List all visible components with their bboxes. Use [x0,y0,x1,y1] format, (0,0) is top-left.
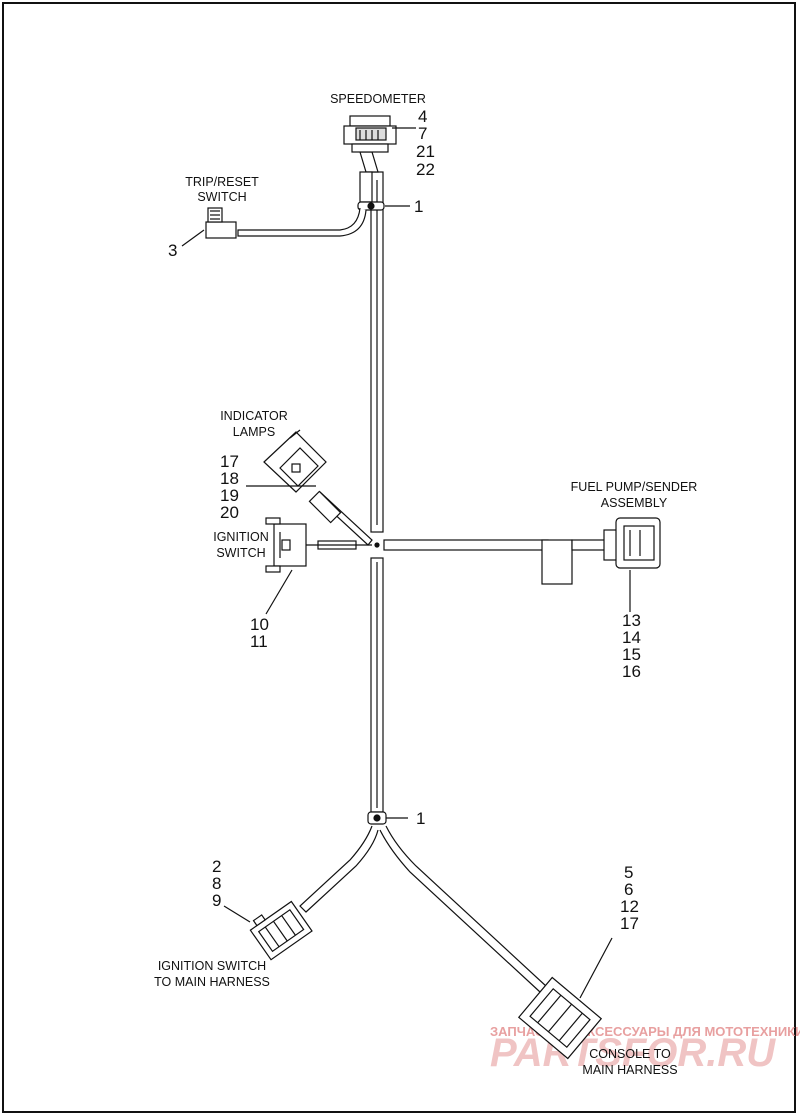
callout-speedometer-21: 21 [416,142,435,161]
callout-indicator-18: 18 [220,469,239,488]
callout-speedometer-22: 22 [416,160,435,179]
label-trip-reset-1: TRIP/RESET [185,175,259,189]
label-indicator-lamps-2: LAMPS [233,425,275,439]
callout-ign-main-9: 9 [212,891,221,910]
indicator-lamps-connector [263,429,327,493]
speedometer-connector [343,115,397,153]
callout-clip-bottom: 1 [416,809,425,828]
callout-fuel-16: 16 [622,662,641,681]
fuel-pump-connector [603,517,661,569]
callout-fuel-14: 14 [622,628,641,647]
callout-indicator-20: 20 [220,503,239,522]
label-speedometer: SPEEDOMETER [330,92,426,106]
label-fuel-pump-1: FUEL PUMP/SENDER [571,480,698,494]
label-trip-reset-2: SWITCH [197,190,246,204]
watermark-line2: PARTSFOR.RU [490,1031,776,1075]
callout-console-12: 12 [620,897,639,916]
callout-console-6: 6 [624,880,633,899]
callout-indicator-19: 19 [220,486,239,505]
callout-ign-main-2: 2 [212,857,221,876]
label-ignition-switch-2: SWITCH [216,546,265,560]
label-console-to-main-2: MAIN HARNESS [582,1063,677,1077]
callout-speedometer-4: 4 [418,107,427,126]
ign-to-main-connector [249,900,313,961]
console-to-main-connector [517,976,603,1060]
callout-speedometer-7: 7 [418,124,427,143]
callout-fuel-13: 13 [622,611,641,630]
label-ign-to-main-1: IGNITION SWITCH [158,959,266,973]
label-ignition-switch-1: IGNITION [213,530,269,544]
label-console-to-main-1: CONSOLE TO [589,1047,671,1061]
callout-console-5: 5 [624,863,633,882]
callout-fuel-15: 15 [622,645,641,664]
callout-trip-reset: 3 [168,241,177,260]
callout-ignition-10: 10 [250,615,269,634]
label-indicator-lamps-1: INDICATOR [220,409,288,423]
label-ign-to-main-2: TO MAIN HARNESS [154,975,270,989]
callout-ignition-11: 11 [250,632,268,651]
callout-indicator-17: 17 [220,452,239,471]
ignition-switch-connector [265,517,307,573]
callout-console-17: 17 [620,914,639,933]
callout-clip-top: 1 [414,197,423,216]
clip-top [357,201,385,211]
clip-bottom [367,811,387,825]
callout-ign-main-8: 8 [212,874,221,893]
trip-reset-connector [205,207,237,239]
label-fuel-pump-2: ASSEMBLY [601,496,668,510]
